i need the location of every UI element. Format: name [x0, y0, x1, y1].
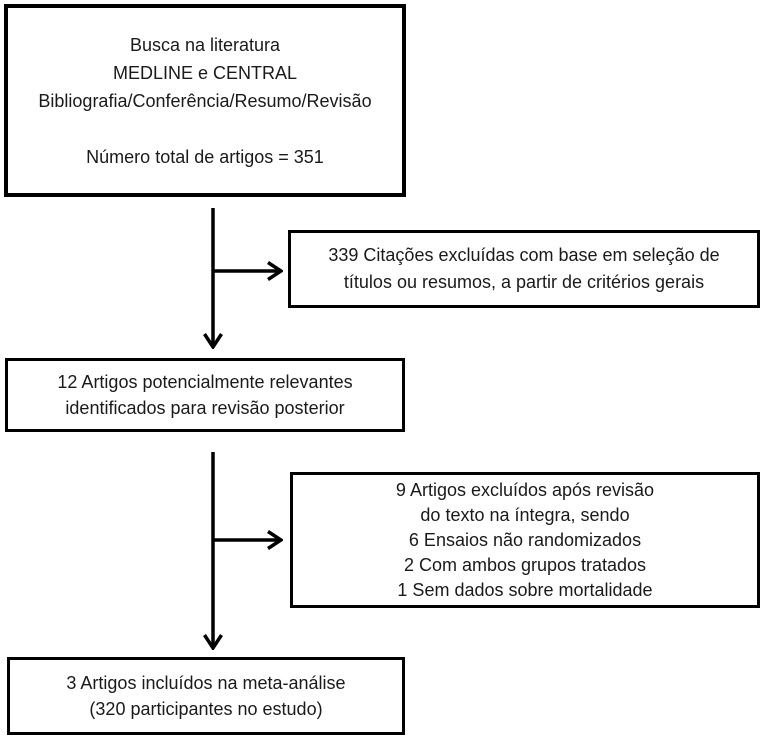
box-line: Número total de artigos = 351: [86, 146, 324, 167]
box-line: 3 Artigos incluídos na meta-análise: [66, 673, 346, 693]
box-literature-search: Busca na literatura MEDLINE e CENTRAL Bi…: [4, 4, 406, 197]
box-line: MEDLINE e CENTRAL: [112, 62, 298, 83]
box-included-in-meta-analysis: 3 Artigos incluídos na meta-análise (320…: [7, 657, 405, 735]
box-line: 6 Ensaios não randomizados: [408, 529, 642, 550]
box-line: 12 Artigos potencialmente relevantes: [57, 372, 353, 392]
box-line: Busca na literatura: [129, 34, 281, 55]
box-excluded-after-full-text-review: 9 Artigos excluídos após revisão do text…: [290, 472, 760, 608]
box-line: títulos ou resumos, a partir de critério…: [343, 272, 705, 292]
box-line: do texto na íntegra, sendo: [420, 504, 630, 525]
box-line: (320 participantes no estudo): [89, 699, 323, 719]
box-line: 1 Sem dados sobre mortalidade: [397, 579, 653, 600]
box-line: identificados para revisão posterior: [65, 398, 345, 418]
box-line: 2 Com ambos grupos tratados: [403, 554, 647, 575]
box-line: 9 Artigos excluídos após revisão: [395, 479, 655, 500]
box-potentially-relevant-articles: 12 Artigos potencialmente relevantes ide…: [5, 358, 405, 432]
box-line: Bibliografia/Conferência/Resumo/Revisão: [38, 90, 372, 111]
box-line: 339 Citações excluídas com base em seleç…: [328, 245, 720, 265]
box-excluded-citations: 339 Citações excluídas com base em seleç…: [288, 230, 760, 308]
